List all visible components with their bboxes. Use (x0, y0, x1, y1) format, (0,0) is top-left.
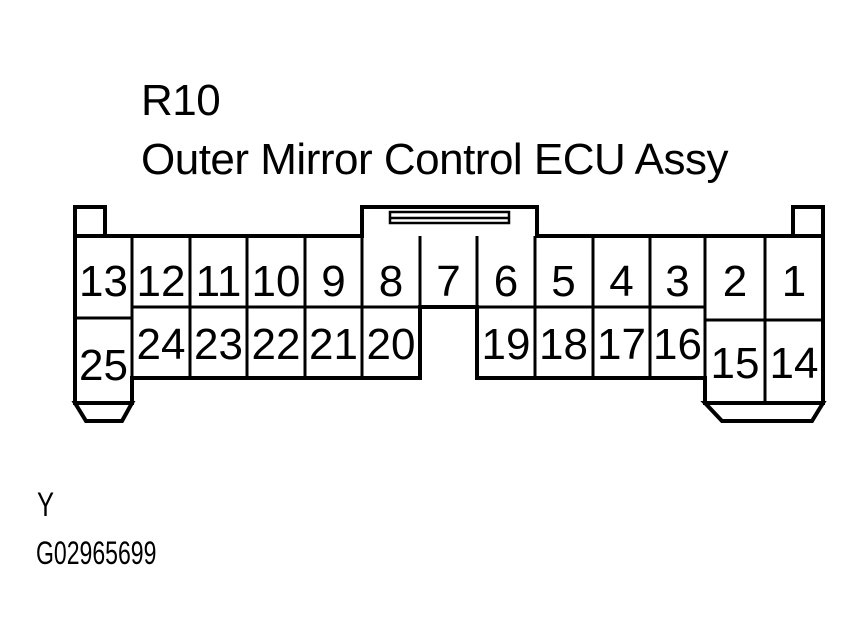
pin-label-23: 23 (194, 320, 243, 369)
right-foot (700, 401, 827, 423)
pin-label-15: 15 (711, 339, 760, 388)
pin-label-11: 11 (196, 257, 242, 306)
pin-label-22: 22 (252, 320, 301, 369)
pin-label-7: 7 (436, 257, 460, 306)
pin-label-9: 9 (321, 257, 345, 306)
connector-title: R10 Outer Mirror Control ECU Assy (141, 71, 728, 189)
pin-cell-grid (75, 236, 823, 403)
pin-label-17: 17 (597, 320, 646, 369)
connector-color-code: Y (37, 486, 55, 524)
pin-label-3: 3 (665, 257, 689, 306)
pin-label-24: 24 (137, 320, 186, 369)
pin-label-10: 10 (252, 257, 301, 306)
pin-label-12: 12 (137, 257, 186, 306)
pin-label-19: 19 (482, 320, 531, 369)
pin-label-5: 5 (551, 257, 575, 306)
pin-label-21: 21 (309, 320, 358, 369)
figure-number: G02965699 (36, 535, 157, 571)
pin-label-16: 16 (653, 320, 702, 369)
latch-slot (388, 210, 511, 225)
pin-label-25: 25 (79, 341, 128, 390)
pin-label-13: 13 (79, 257, 128, 306)
pin-label-2: 2 (723, 257, 747, 306)
connector-name: Outer Mirror Control ECU Assy (141, 135, 728, 184)
pin-label-20: 20 (367, 320, 416, 369)
pin-label-4: 4 (609, 257, 633, 306)
right-mount-tab (791, 205, 825, 238)
left-mount-tab (73, 205, 107, 238)
pin-numbers-bottom-row: 25 24 23 22 21 20 19 18 17 16 15 14 (79, 320, 818, 390)
left-foot (71, 401, 136, 423)
pin-label-18: 18 (539, 320, 588, 369)
pin-numbers-top-row: 13 12 11 10 9 8 7 6 5 4 3 2 1 (79, 257, 806, 306)
pin-label-14: 14 (770, 339, 819, 388)
connector-id: R10 (141, 76, 221, 125)
pin-label-1: 1 (782, 257, 806, 306)
pin-label-6: 6 (494, 257, 518, 306)
pin-label-8: 8 (379, 257, 403, 306)
